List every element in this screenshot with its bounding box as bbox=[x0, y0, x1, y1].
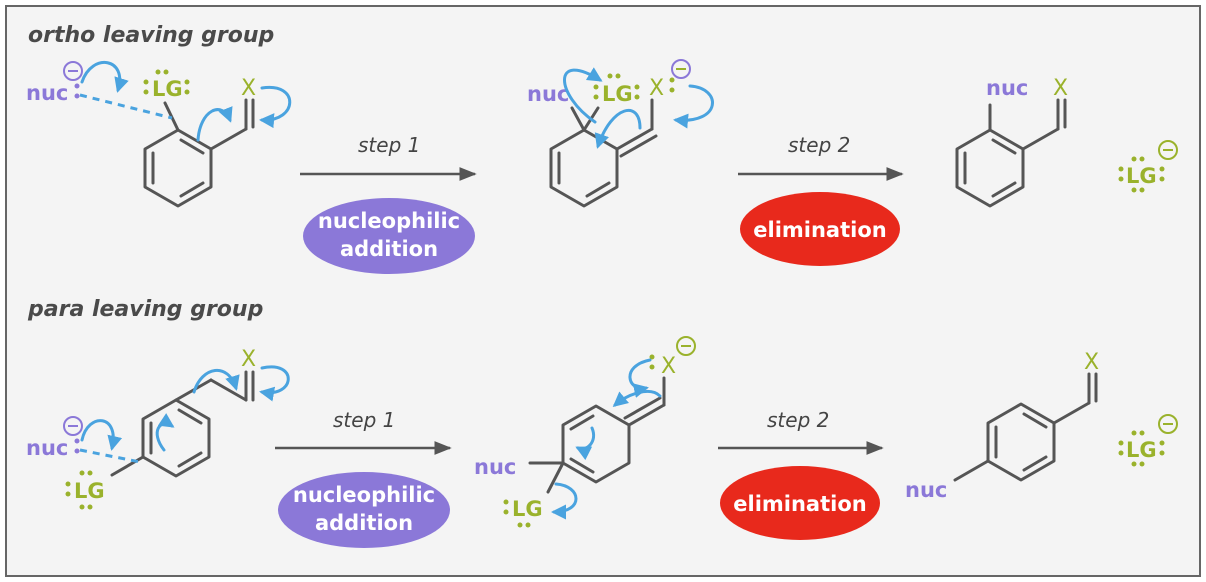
curved-arrow bbox=[80, 419, 123, 451]
step1-label: step 1 bbox=[358, 133, 420, 157]
x-atom: X bbox=[1053, 76, 1068, 101]
leaving-group-label: LG bbox=[1126, 164, 1157, 188]
leaving-group-label: LG bbox=[1126, 438, 1157, 462]
curved-arrow bbox=[551, 482, 578, 520]
x-atom: X bbox=[241, 347, 256, 372]
x-atom: X bbox=[661, 354, 676, 379]
nucleophilic-addition-badge bbox=[303, 198, 475, 274]
badge-line-1: nucleophilic bbox=[318, 209, 460, 233]
elimination-badge bbox=[720, 466, 880, 540]
step2-label: step 2 bbox=[788, 133, 850, 157]
free-leaving-group: LG bbox=[1118, 414, 1178, 467]
ortho-intermediate: X nuc LG bbox=[527, 59, 714, 208]
leaving-group-label: LG bbox=[152, 77, 183, 101]
ortho-reactant: X LG nuc bbox=[26, 60, 292, 208]
curved-arrow bbox=[594, 108, 642, 149]
nucleophile-label: nuc bbox=[986, 76, 1028, 100]
step1-label: step 1 bbox=[333, 408, 395, 432]
para-product: X nuc bbox=[905, 350, 1099, 502]
curved-arrow bbox=[259, 85, 292, 129]
leaving-group-label: LG bbox=[512, 497, 543, 521]
curved-arrow bbox=[80, 60, 129, 93]
curved-arrow bbox=[673, 84, 714, 129]
leaving-group-label: LG bbox=[74, 479, 105, 503]
badge-line-1: nucleophilic bbox=[293, 483, 435, 507]
leaving-group-label: LG bbox=[602, 82, 633, 106]
ortho-product: X nuc bbox=[955, 76, 1068, 208]
x-atom: X bbox=[649, 76, 664, 101]
nucleophile-label: nuc bbox=[905, 478, 947, 502]
para-reactant: X LG nuc bbox=[26, 347, 290, 510]
nucleophile-label: nuc bbox=[26, 436, 68, 460]
para-intermediate: X nuc LG bbox=[474, 336, 696, 528]
para-title: para leaving group bbox=[27, 297, 263, 322]
free-leaving-group: LG bbox=[1118, 140, 1178, 193]
badge-line-2: addition bbox=[315, 511, 413, 535]
curved-arrow bbox=[155, 413, 175, 452]
badge-text: elimination bbox=[733, 492, 866, 516]
x-atom: X bbox=[1084, 350, 1099, 375]
nucleophile-label: nuc bbox=[474, 455, 516, 479]
ortho-title: ortho leaving group bbox=[28, 23, 274, 48]
step2-label: step 2 bbox=[767, 408, 829, 432]
nucleophilic-addition-badge bbox=[278, 472, 450, 548]
curved-arrow bbox=[196, 106, 233, 142]
curved-arrow bbox=[628, 358, 652, 398]
curved-arrow bbox=[563, 67, 603, 124]
badge-line-2: addition bbox=[340, 237, 438, 261]
curved-arrow bbox=[259, 365, 290, 402]
nucleophile-label: nuc bbox=[26, 81, 68, 105]
curved-arrow bbox=[192, 368, 240, 394]
curved-arrow bbox=[612, 390, 662, 407]
badge-text: elimination bbox=[753, 218, 886, 242]
elimination-badge bbox=[740, 192, 900, 266]
curved-arrow bbox=[575, 426, 595, 461]
diagram-frame bbox=[5, 5, 1201, 577]
nucleophile-label: nuc bbox=[527, 82, 569, 106]
x-atom: X bbox=[241, 76, 256, 101]
